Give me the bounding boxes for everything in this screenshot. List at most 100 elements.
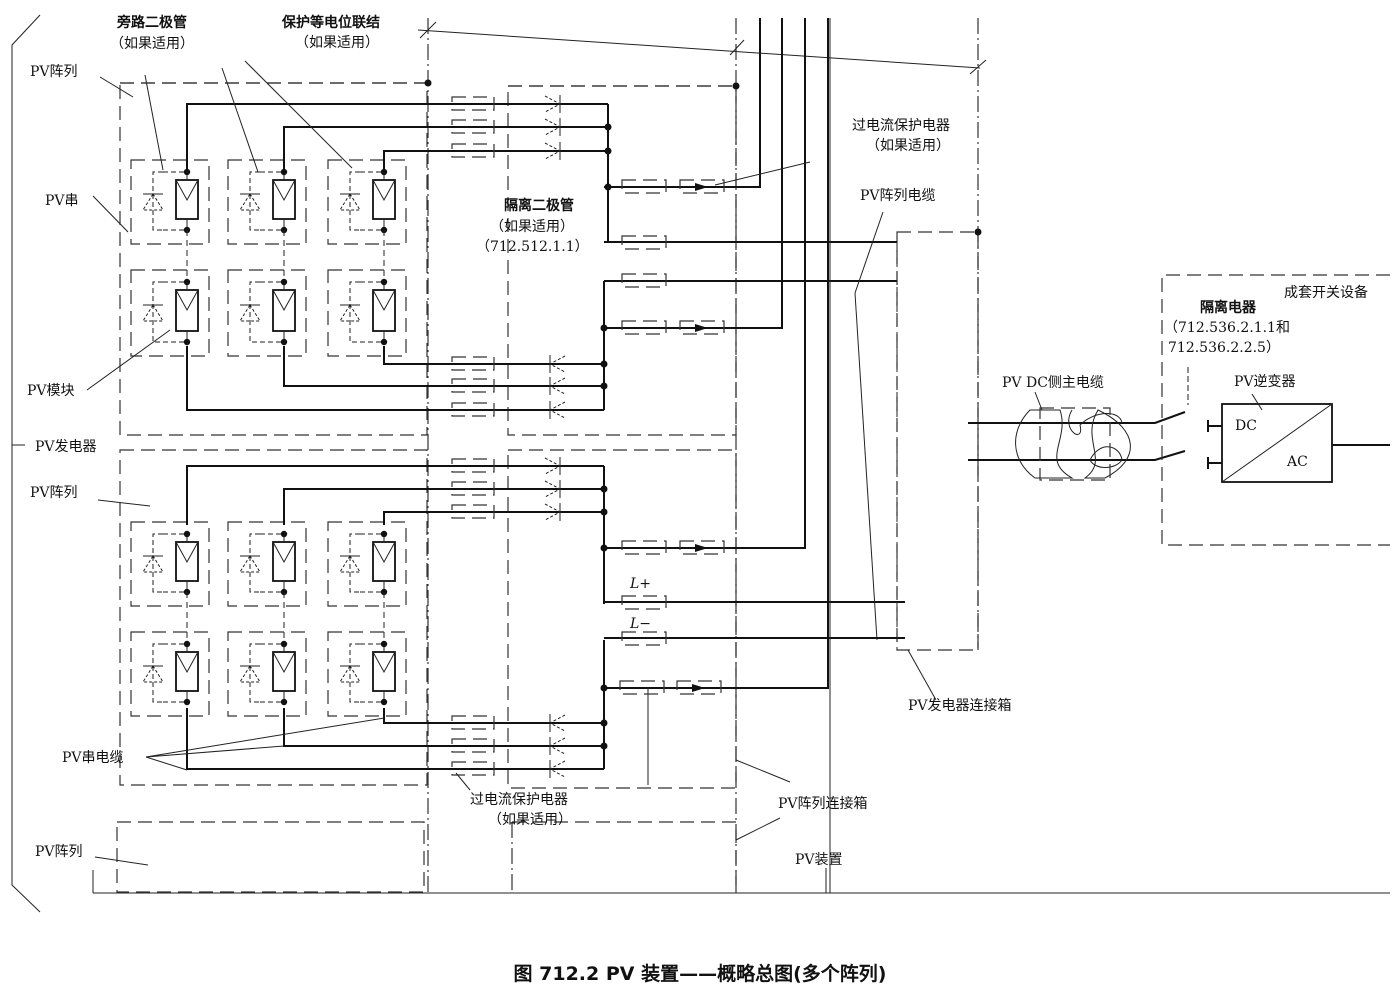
array-cables <box>603 18 905 893</box>
label-equipotential-bonding: 保护等电位联结 <box>281 14 380 31</box>
label-overcurrent-bottom: 过电流保护电器 <box>470 792 568 808</box>
blocking-diode-icon <box>544 480 562 498</box>
label-l-minus: L− <box>629 616 651 632</box>
blocking-diode-icon <box>548 355 566 373</box>
string-fuse <box>451 96 495 111</box>
string-fuse <box>451 356 495 371</box>
label-overcurrent-bottom-note: （如果适用） <box>488 812 572 828</box>
array-2-string-cables <box>186 465 605 770</box>
label-overcurrent-top: 过电流保护电器 <box>852 118 950 134</box>
pv-module <box>130 159 210 245</box>
bypass-diode-icon <box>239 281 284 343</box>
bypass-diode-icon <box>142 533 187 593</box>
pv-installation-boundary <box>11 14 1390 913</box>
pv-array-junction-box-3 <box>512 821 737 893</box>
pv-module <box>227 159 307 245</box>
label-switchgear: 成套开关设备 <box>1284 284 1368 301</box>
label-blocking-diode-ref: （712.512.1.1） <box>476 239 589 255</box>
pv-generator-junction-box <box>896 231 979 651</box>
switchgear-box <box>1161 274 1390 546</box>
label-bypass-diode: 旁路二极管 <box>116 14 187 31</box>
string-fuse <box>451 481 495 496</box>
label-disconnector-ref2: 712.536.2.2.5） <box>1168 340 1280 356</box>
pv-module <box>130 269 210 357</box>
blocking-diode-icon <box>548 377 566 395</box>
label-dc: DC <box>1235 418 1257 434</box>
blocking-diode-icon <box>548 760 566 778</box>
bypass-diode-icon <box>239 533 284 593</box>
pv-strings <box>130 159 407 717</box>
string-fuses <box>451 96 495 776</box>
string-fuse <box>451 458 495 473</box>
pv-array-3-box <box>116 821 425 893</box>
label-pv-string: PV串 <box>45 193 79 209</box>
blocking-diode-icon <box>544 118 562 136</box>
string-fuse <box>451 715 495 730</box>
array-1-string-cables <box>186 103 609 411</box>
bypass-diode-icon <box>339 171 384 231</box>
string-fuse <box>451 143 495 158</box>
bypass-diode-icon <box>142 171 187 231</box>
blocking-diode-icon <box>544 457 562 475</box>
bypass-diode-icon <box>339 281 384 343</box>
string-fuse <box>451 378 495 393</box>
string-fuse <box>451 119 495 134</box>
label-pv-inverter: PV逆变器 <box>1234 374 1296 390</box>
string-fuse <box>451 402 495 417</box>
string-fuse <box>451 738 495 753</box>
bypass-diode-icon <box>239 643 284 703</box>
pv-module <box>130 631 210 717</box>
dc-main-cable <box>896 242 1186 650</box>
label-bypass-diode-note: （如果适用） <box>110 36 194 52</box>
string-fuse <box>451 504 495 519</box>
bypass-diode-icon <box>142 281 187 343</box>
label-pv-generator: PV发电器 <box>35 439 97 455</box>
pv-module <box>130 521 210 607</box>
label-disconnector: 隔离电器 <box>1200 299 1257 316</box>
blocking-diode-icon <box>544 503 562 521</box>
pv-module <box>327 269 407 357</box>
label-dc-main-cable: PV DC侧主电缆 <box>1002 375 1104 391</box>
blocking-diode-icon <box>544 142 562 160</box>
blocking-diodes <box>544 95 566 778</box>
pv-array-1-box <box>119 82 428 436</box>
pv-module <box>327 521 407 607</box>
label-pv-array-3: PV阵列 <box>35 844 83 860</box>
label-overcurrent-top-note: （如果适用） <box>866 138 950 154</box>
equipotential-leader <box>417 29 981 69</box>
label-ac: AC <box>1286 454 1308 470</box>
pv-array-2-box <box>119 449 428 786</box>
label-pv-installation: PV装置 <box>795 852 843 868</box>
label-pv-array-cable: PV阵列电缆 <box>860 188 936 204</box>
blocking-diode-icon <box>548 737 566 755</box>
pv-array-junction-box-1 <box>507 85 737 436</box>
label-pv-array-2: PV阵列 <box>30 485 78 501</box>
leader-lines <box>86 60 937 893</box>
figure-caption: 图 712.2 PV 装置——概略总图(多个阵列) <box>514 962 887 985</box>
blocking-diode-icon <box>548 714 566 732</box>
label-pv-string-cable: PV串电缆 <box>62 750 124 766</box>
label-l-plus: L+ <box>629 576 651 592</box>
blocking-diode-icon <box>548 401 566 419</box>
bypass-diode-icon <box>339 533 384 593</box>
pv-inverter <box>1221 393 1390 483</box>
pv-array-junction-box-2 <box>507 449 737 789</box>
junction-dots <box>600 123 612 750</box>
label-pv-module: PV模块 <box>27 383 75 399</box>
pv-module <box>227 521 307 607</box>
pv-module <box>327 159 407 245</box>
bypass-diode-icon <box>339 643 384 703</box>
label-blocking-diode: 隔离二极管 <box>504 197 574 214</box>
label-pv-array-junction-box: PV阵列连接箱 <box>778 795 868 812</box>
blocking-diode-icon <box>544 95 562 113</box>
label-equipotential-note: （如果适用） <box>295 35 379 51</box>
pv-module <box>227 631 307 717</box>
disconnector <box>1187 367 1222 469</box>
bypass-diode-icon <box>239 171 284 231</box>
label-pv-array-1: PV阵列 <box>30 64 78 80</box>
array-cable-fuses <box>619 179 725 695</box>
label-disconnector-ref1: （712.536.2.1.1和 <box>1164 320 1290 336</box>
bypass-diode-icon <box>142 643 187 703</box>
label-blocking-diode-note: （如果适用） <box>490 219 574 235</box>
